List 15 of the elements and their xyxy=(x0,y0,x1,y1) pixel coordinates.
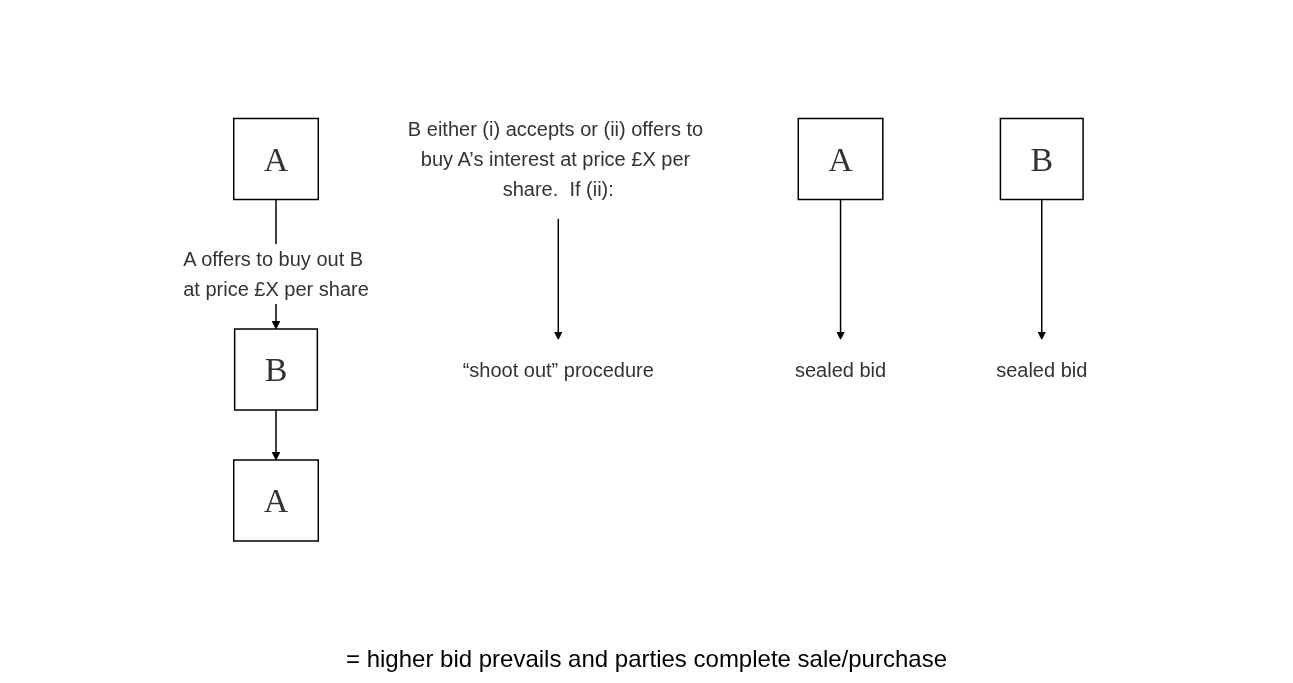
edge-label: A offers to buy out B at price £X per share xyxy=(183,247,369,300)
node-box: B xyxy=(233,327,318,411)
node-box: A xyxy=(232,117,319,200)
note-text: = higher bid prevails and parties complete sale/purchase xyxy=(346,645,947,673)
node-text: sealed bid xyxy=(995,358,1088,380)
arrow xyxy=(836,198,845,340)
node-box: A xyxy=(797,117,884,200)
arrow xyxy=(271,408,281,460)
node-text: sealed bid xyxy=(794,358,886,380)
arrow xyxy=(1037,198,1046,340)
node-box: B xyxy=(999,117,1084,200)
node-text: “shoot out” procedure xyxy=(462,358,654,380)
node-text: B either (i) accepts or (ii) offers to buy A’s interest at price £X per share. If (ii): xyxy=(407,117,703,200)
arrow xyxy=(553,217,563,340)
node-box: A xyxy=(232,458,319,542)
